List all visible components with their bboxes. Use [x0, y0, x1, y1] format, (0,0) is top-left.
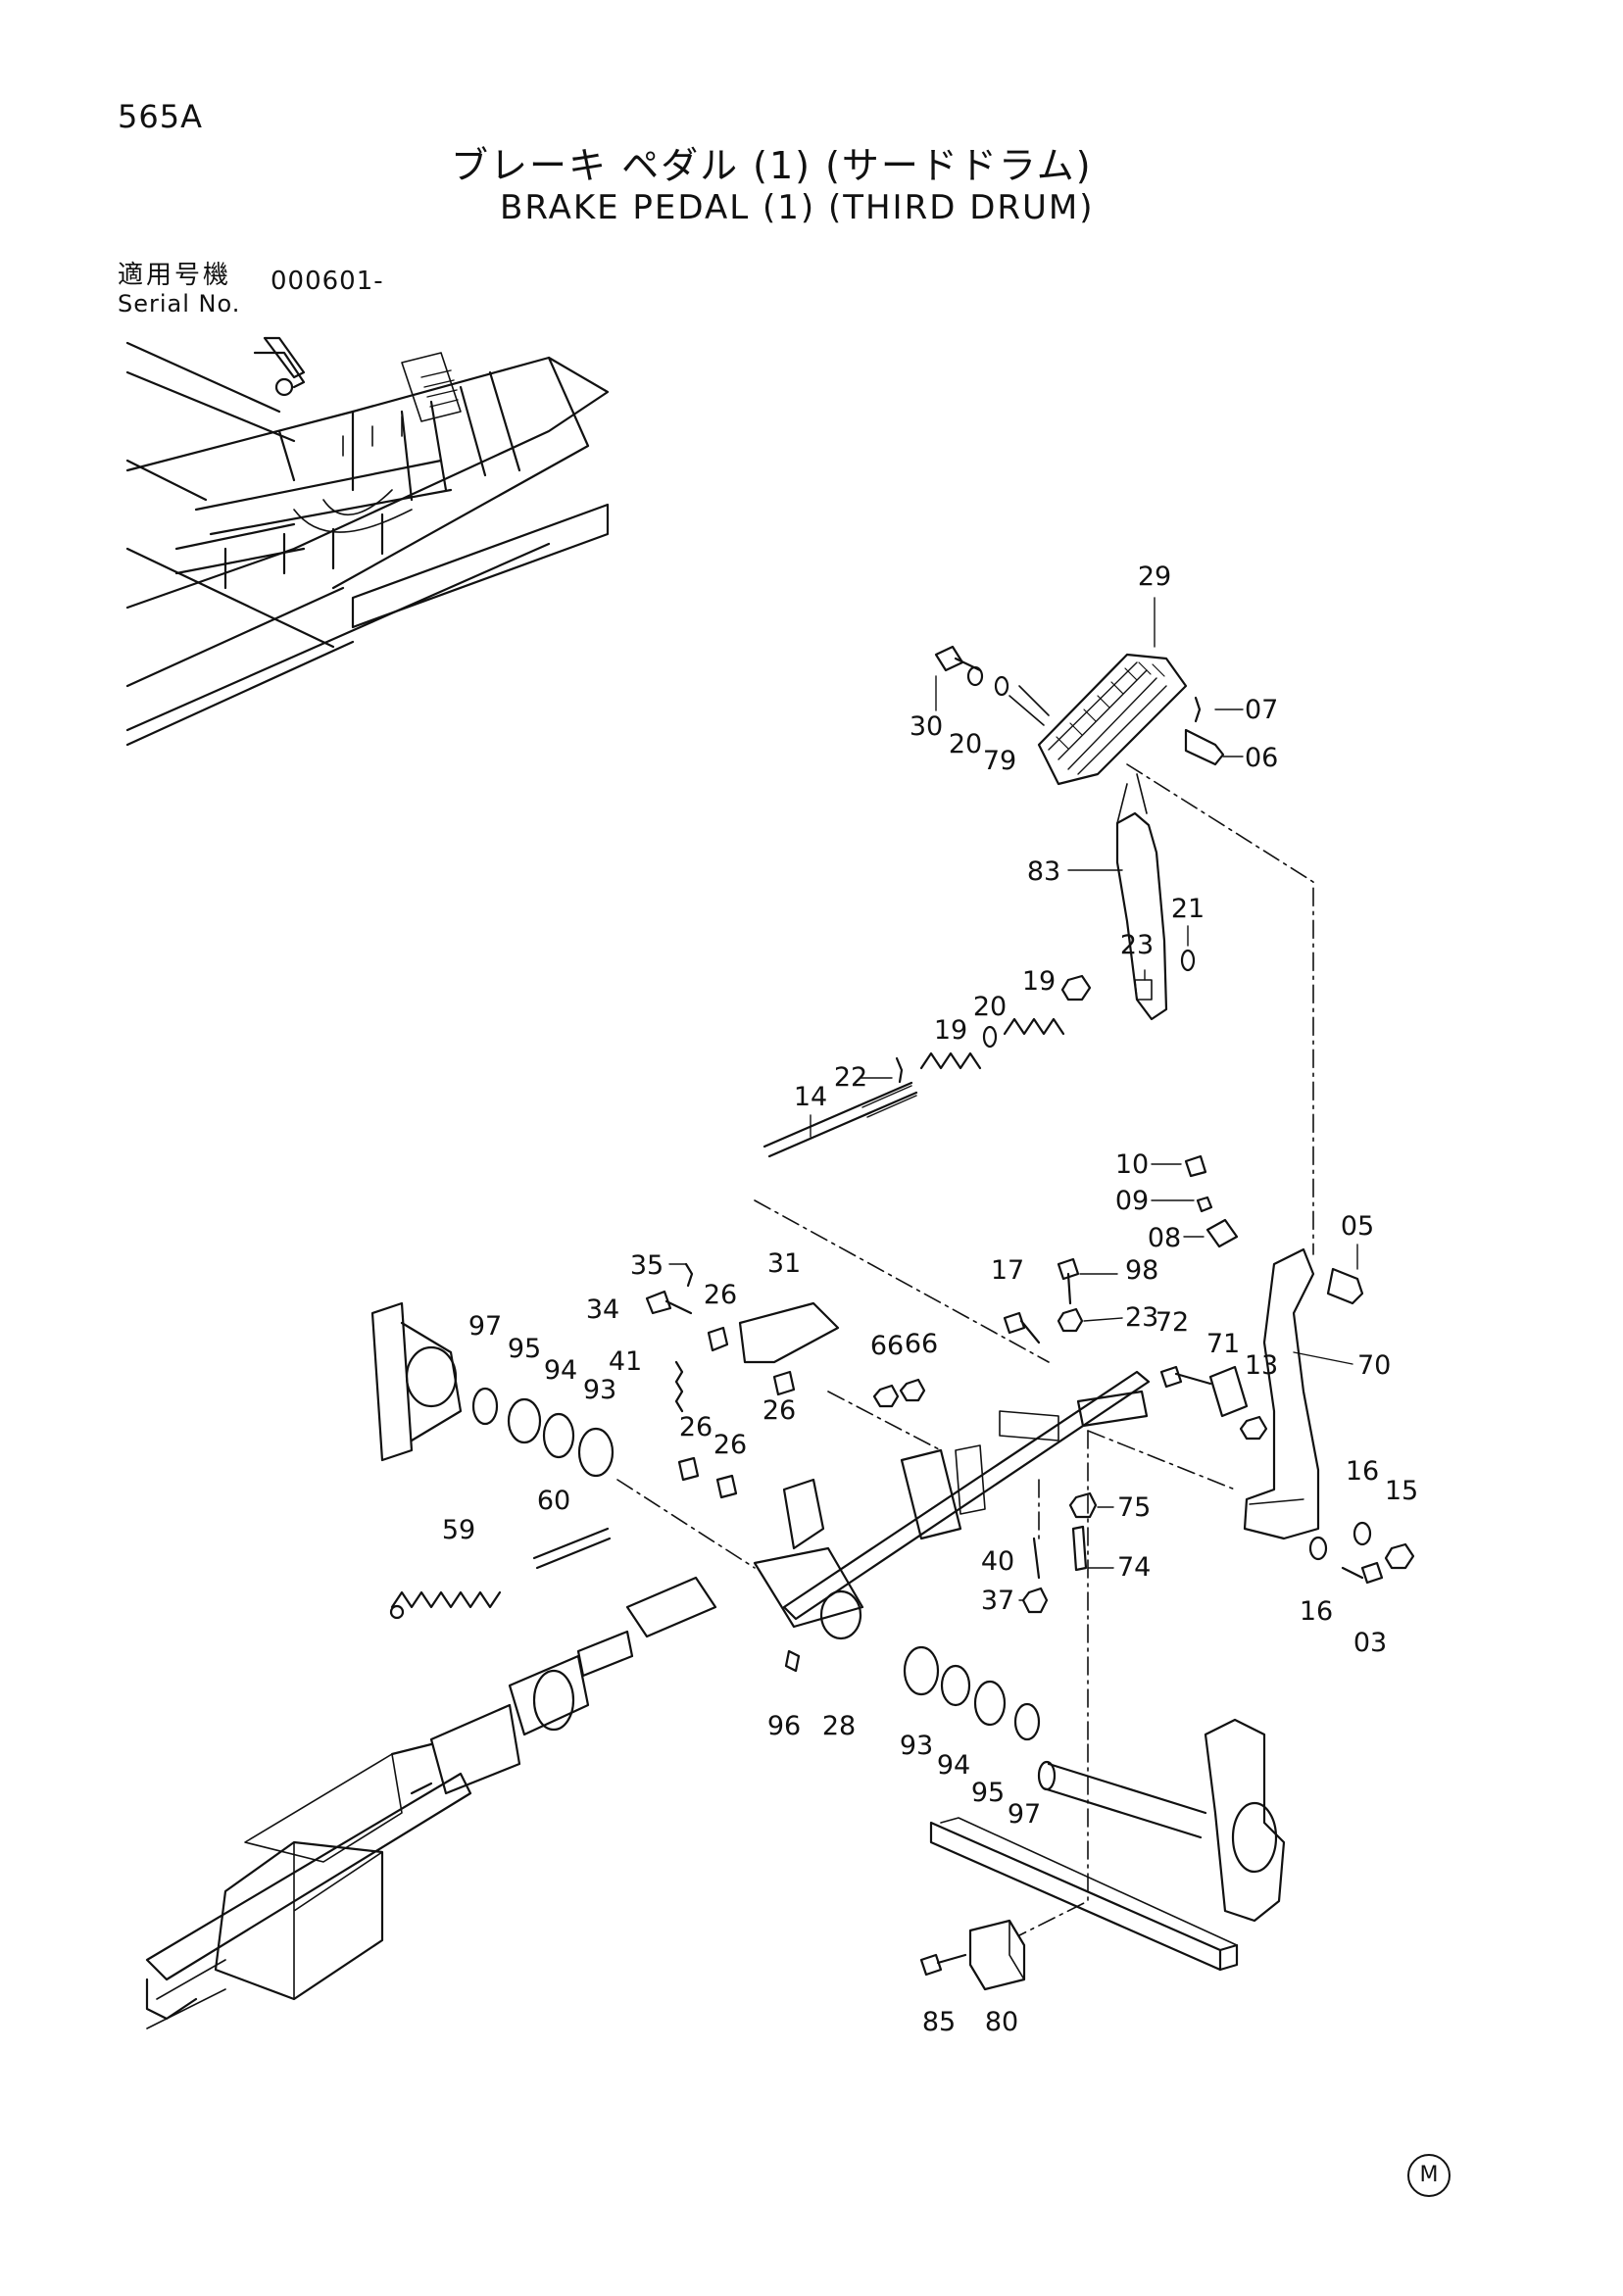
callout-72: 72: [1156, 1307, 1189, 1338]
corner-circle-mark: M: [1407, 2154, 1451, 2197]
callout-19: 19: [1022, 966, 1056, 997]
callout-40: 40: [981, 1546, 1014, 1577]
callout-93: 93: [583, 1375, 616, 1405]
callout-70: 70: [1357, 1350, 1391, 1381]
callout-03: 03: [1353, 1628, 1387, 1658]
callout-23: 23: [1120, 930, 1154, 960]
callout-59: 59: [442, 1515, 475, 1545]
callout-85: 85: [922, 2007, 956, 2037]
serial-label-english: Serial No.: [118, 290, 241, 318]
title-english: BRAKE PEDAL (1) (THIRD DRUM): [500, 188, 1095, 227]
callout-34: 34: [586, 1295, 619, 1325]
callout-17: 17: [991, 1255, 1024, 1286]
serial-number-value: 000601-: [270, 267, 384, 296]
callout-labels: 29 07 06 30 20 79 83 21 23 19 20 19 22 1…: [442, 562, 1418, 2037]
main-shaft-drawing: [616, 1257, 1236, 1745]
callout-97: 97: [1008, 1799, 1041, 1830]
callout-19: 19: [934, 1015, 967, 1046]
callout-26: 26: [762, 1395, 796, 1426]
callout-23: 23: [1125, 1302, 1158, 1333]
callout-20: 20: [973, 992, 1007, 1022]
callout-16: 16: [1300, 1596, 1333, 1627]
callout-79: 79: [983, 746, 1016, 776]
callout-14: 14: [794, 1082, 827, 1112]
callout-28: 28: [822, 1711, 856, 1741]
callout-80: 80: [985, 2007, 1018, 2037]
overview-inset-drawing: [125, 336, 610, 747]
callout-83: 83: [1027, 856, 1060, 887]
callout-60: 60: [537, 1486, 570, 1516]
callout-93: 93: [900, 1731, 933, 1761]
callout-16: 16: [1346, 1456, 1379, 1487]
callout-37: 37: [981, 1586, 1014, 1616]
callout-15: 15: [1385, 1476, 1418, 1506]
lower-rail-drawing: [919, 1718, 1286, 1991]
callout-09: 09: [1115, 1186, 1149, 1216]
callout-96: 96: [767, 1711, 801, 1741]
left-bearing-drawing: [370, 1301, 1041, 1741]
callout-22: 22: [834, 1062, 867, 1093]
callout-26: 26: [713, 1430, 747, 1460]
callout-95: 95: [508, 1334, 541, 1364]
callout-30: 30: [910, 711, 943, 742]
callout-66: 66: [870, 1331, 904, 1361]
callout-71: 71: [1206, 1329, 1240, 1359]
callout-95: 95: [971, 1778, 1005, 1808]
callout-75: 75: [1117, 1492, 1151, 1523]
callout-35: 35: [630, 1250, 664, 1281]
callout-26: 26: [704, 1280, 737, 1310]
callout-21: 21: [1171, 894, 1205, 924]
callout-leader-lines: [668, 597, 1358, 1601]
callout-06: 06: [1245, 743, 1278, 773]
callout-07: 07: [1245, 695, 1278, 725]
callout-10: 10: [1115, 1149, 1149, 1180]
page-code: 565A: [118, 98, 203, 135]
lever-70-drawing: [1159, 1154, 1415, 1585]
callout-97: 97: [468, 1311, 502, 1342]
serial-label-japanese: 適用号機: [118, 261, 232, 290]
callout-66: 66: [905, 1329, 938, 1359]
callout-94: 94: [544, 1355, 577, 1386]
callout-05: 05: [1341, 1211, 1374, 1242]
title-japanese: ブレーキ ペダル (1) (サードドラム): [451, 144, 1093, 187]
cylinder-assembly-drawing: [145, 1576, 717, 2029]
callout-98: 98: [1125, 1255, 1158, 1286]
callout-41: 41: [609, 1346, 642, 1377]
callout-26: 26: [679, 1412, 713, 1442]
callout-29: 29: [1138, 562, 1171, 592]
callout-08: 08: [1148, 1223, 1181, 1253]
callout-20: 20: [949, 729, 982, 759]
callout-94: 94: [937, 1750, 970, 1781]
callout-74: 74: [1117, 1552, 1151, 1583]
callout-13: 13: [1245, 1350, 1278, 1381]
callout-31: 31: [767, 1248, 801, 1279]
pedal-assembly-drawing: [754, 645, 1314, 1363]
